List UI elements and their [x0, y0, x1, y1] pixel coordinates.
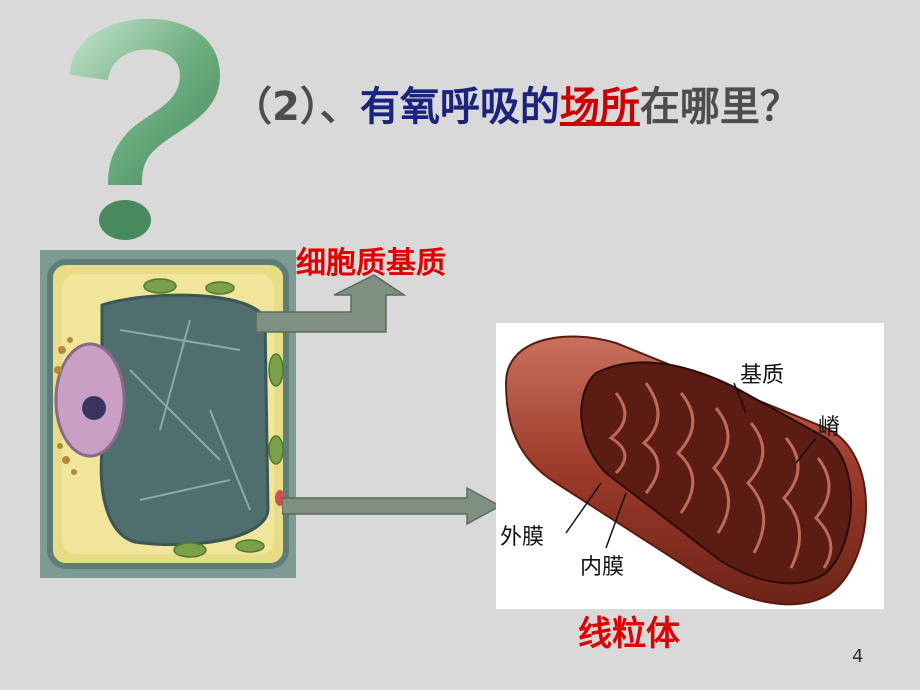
mitochondria-label: 线粒体 [578, 614, 680, 654]
plant-cell-image [40, 250, 296, 578]
title-red-text: 场所 [559, 84, 640, 130]
question-mark-icon [70, 18, 220, 240]
cristae-label: 嵴 [818, 415, 841, 440]
question-title: （2）、有氧呼吸的场所在哪里？ [232, 76, 872, 138]
title-suffix: 在哪里？ [639, 84, 800, 130]
title-prefix: （2）、 [232, 84, 360, 130]
arrow-to-cytoplasm-icon [256, 274, 406, 333]
title-blue-text: 有氧呼吸的 [359, 84, 560, 130]
mitochondrion-drawing [504, 335, 867, 606]
mitochondrion-image: 基质 嵴 外膜 内膜 [496, 323, 884, 609]
cytoplasm-matrix-label: 细胞质基质 [296, 246, 446, 281]
page-number: 4 [852, 646, 864, 667]
matrix-label: 基质 [740, 363, 785, 388]
arrow-to-mitochondria-icon [282, 486, 502, 526]
inner-membrane-label: 内膜 [580, 555, 625, 580]
outer-membrane-label: 外膜 [500, 525, 545, 550]
